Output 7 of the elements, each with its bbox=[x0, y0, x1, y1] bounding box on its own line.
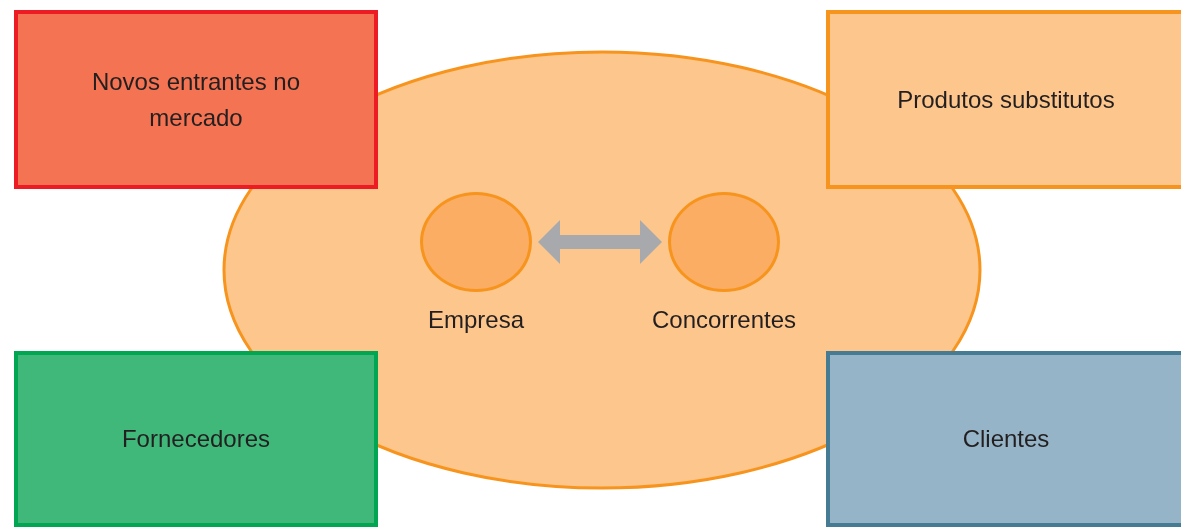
circle-label: Concorrentes bbox=[650, 306, 798, 334]
force-box: Produtos substitutos bbox=[826, 10, 1181, 189]
double-arrow bbox=[538, 220, 662, 264]
force-box: Novos entrantes no mercado bbox=[14, 10, 378, 189]
circle-label: Empresa bbox=[426, 306, 525, 334]
force-box: Clientes bbox=[826, 351, 1181, 527]
force-box: Fornecedores bbox=[14, 351, 378, 527]
